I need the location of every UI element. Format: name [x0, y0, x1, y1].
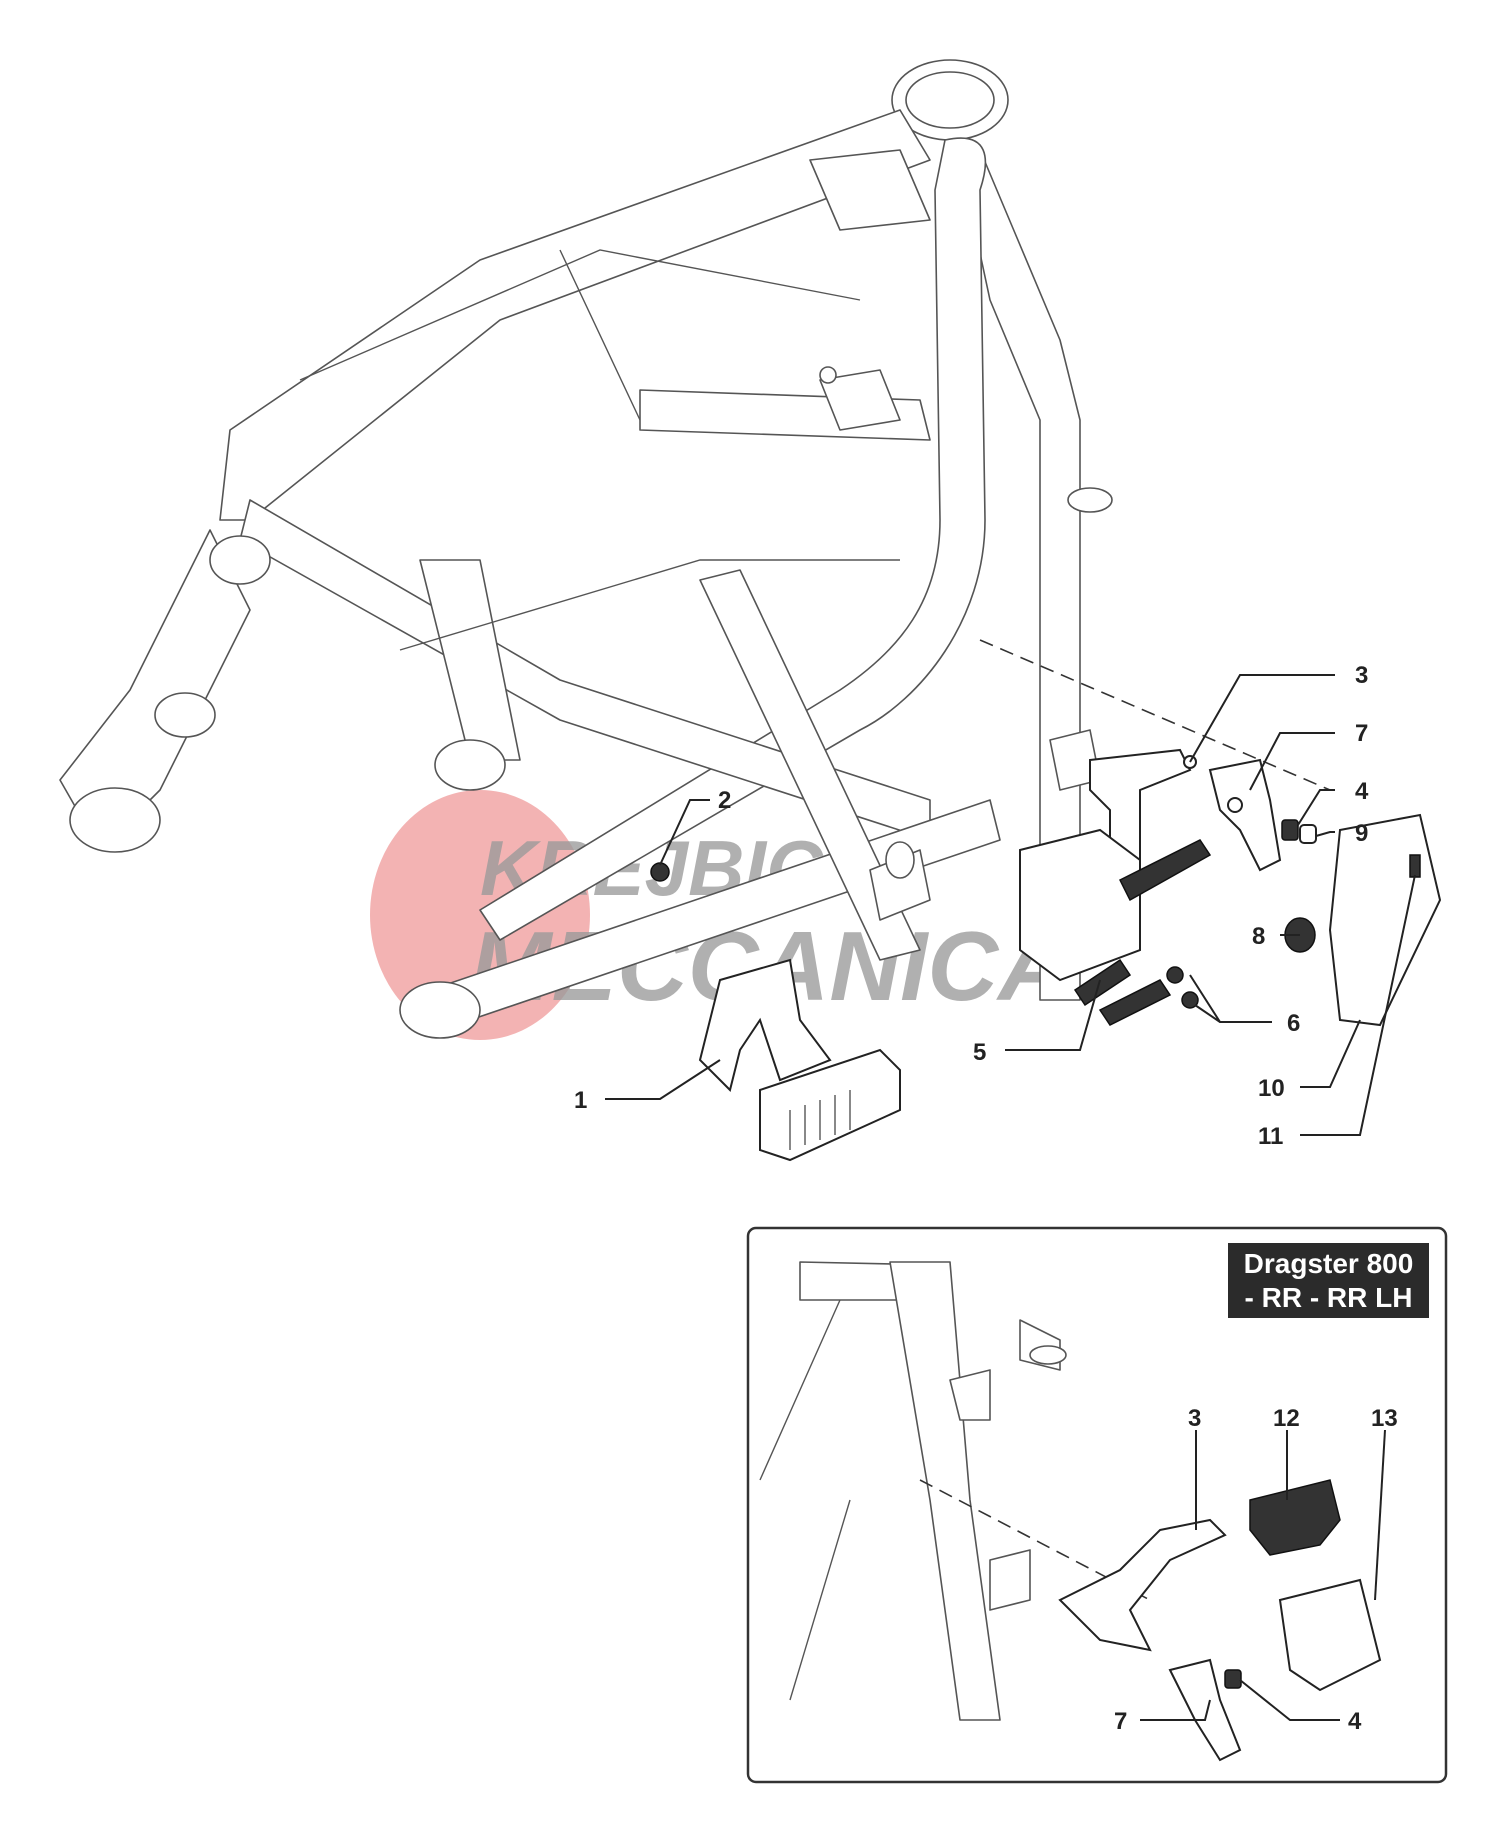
callout-11: 11: [1258, 1123, 1283, 1150]
inset-part-13-module: [1278, 1578, 1382, 1692]
callout-7: 7: [1355, 720, 1368, 747]
callout-9: 9: [1355, 820, 1368, 847]
part-5-relay: [1019, 828, 1212, 1007]
callout-4: 4: [1355, 778, 1369, 805]
part-7-plate: [1208, 758, 1282, 872]
part-2-nut: [650, 862, 670, 882]
inset-callout-7: 7: [1114, 1708, 1127, 1735]
inset-callout-4: 4: [1348, 1708, 1362, 1735]
main-leaders: [605, 674, 1416, 1136]
inset-callout-3: 3: [1188, 1405, 1201, 1432]
inset-callout-12: 12: [1273, 1405, 1300, 1432]
part-fuse-box: [759, 1048, 901, 1162]
part-1-bracket: [698, 958, 832, 1092]
callout-2: 2: [718, 787, 731, 814]
callout-8: 8: [1252, 923, 1265, 950]
part-6-screws: [1098, 966, 1199, 1026]
part-9-spacer: [1299, 824, 1317, 844]
inset-panel: [746, 1226, 1448, 1784]
callout-5: 5: [973, 1039, 986, 1066]
inset-part-12-cover: [1249, 1479, 1341, 1556]
callout-3: 3: [1355, 662, 1368, 689]
inset-callouts: 3 12 13 7 4: [1114, 1405, 1398, 1735]
callout-1: 1: [574, 1087, 587, 1114]
inset-title-line1: Dragster 800: [1243, 1248, 1414, 1279]
inset-model-label: Dragster 800 - RR - RR LH: [1228, 1243, 1429, 1318]
part-11-screw: [1409, 854, 1421, 878]
main-callouts: 3 7 4 9 8 5 6 10 11 1 2: [574, 662, 1369, 1150]
inset-title-line2: - RR - RR LH: [1244, 1282, 1413, 1313]
part-4-screw: [1281, 819, 1299, 841]
assembly-axis-line: [979, 639, 1331, 791]
inset-part-3-bracket: [1058, 1518, 1227, 1652]
inset-part-4-screw: [1224, 1669, 1242, 1689]
motorcycle-frame: [59, 59, 1113, 1039]
callout-6: 6: [1287, 1010, 1300, 1037]
part-10-cover: [1328, 813, 1442, 1027]
callout-10: 10: [1258, 1075, 1285, 1102]
inset-callout-13: 13: [1371, 1405, 1398, 1432]
